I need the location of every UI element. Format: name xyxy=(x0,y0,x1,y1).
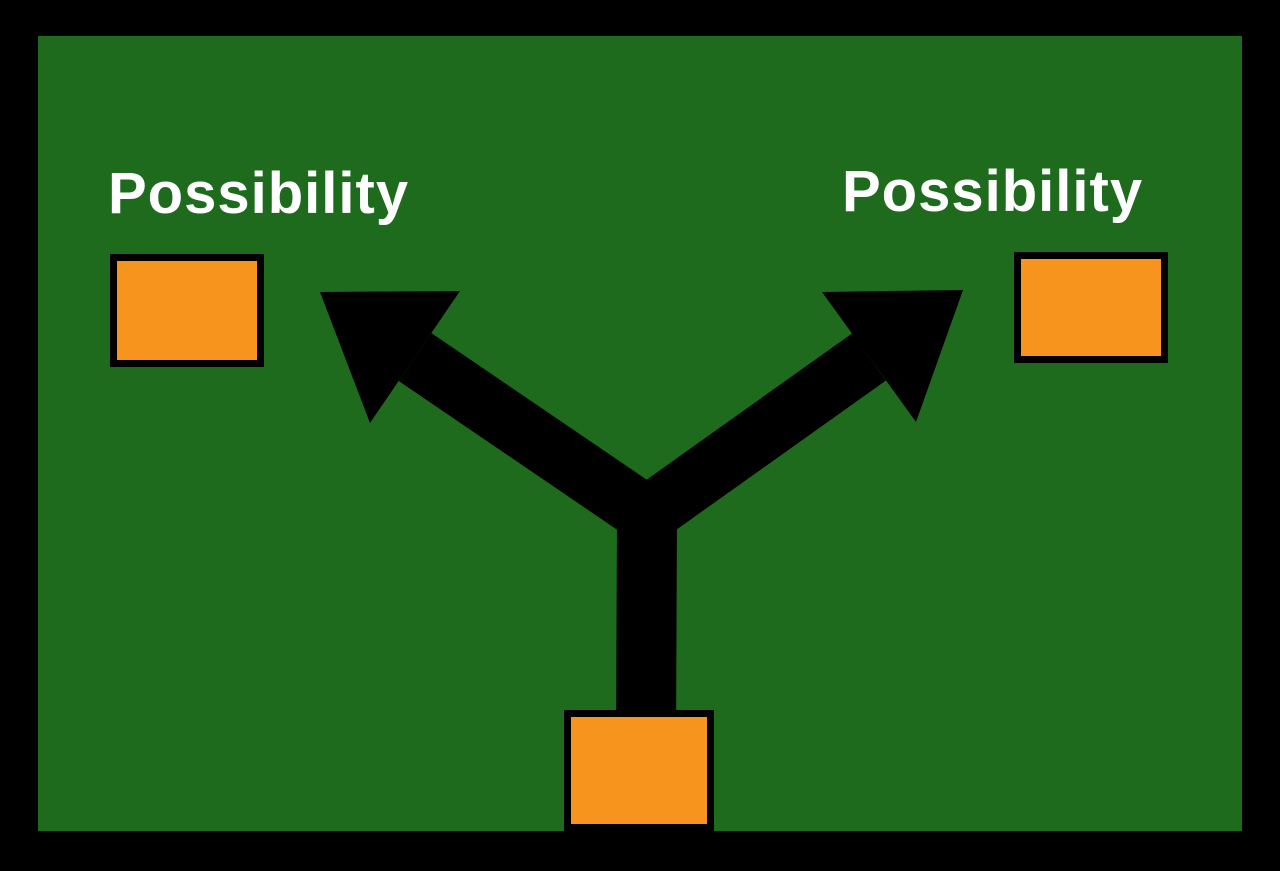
origin-box-bottom xyxy=(564,710,714,831)
option-box-right xyxy=(1014,252,1168,363)
option-box-left xyxy=(110,254,264,367)
arrow-stem xyxy=(616,514,677,746)
arrow-up-right-icon xyxy=(822,290,963,422)
possibility-label-left: Possibility xyxy=(108,161,410,226)
arrow-arms xyxy=(398,333,886,551)
arrow-up-left-icon xyxy=(320,291,460,423)
possibility-label-right: Possibility xyxy=(842,159,1144,224)
